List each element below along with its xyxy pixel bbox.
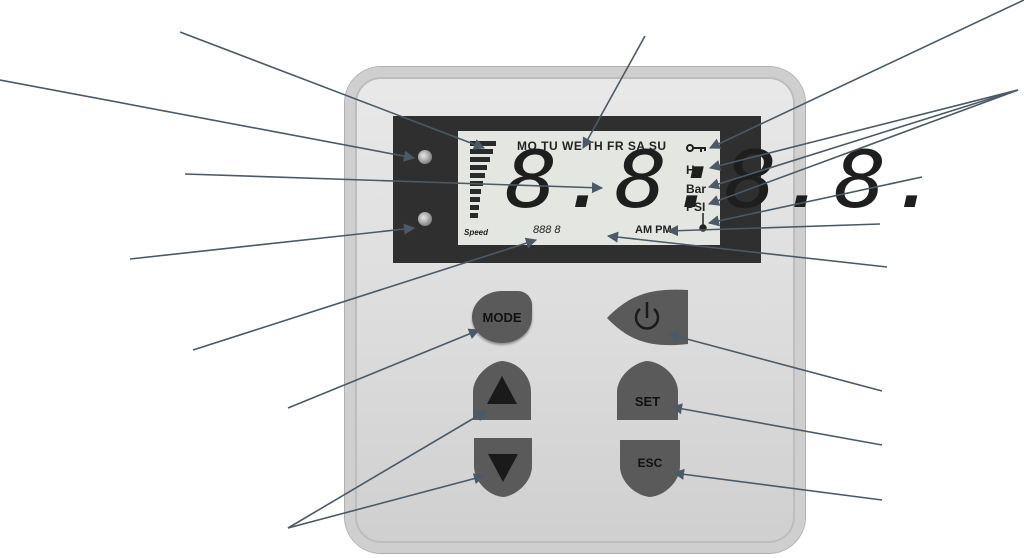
key-icon [686,144,706,152]
speed-bar [470,157,490,162]
leader-line-main-digits [184,173,604,194]
leader-line-power [666,331,883,392]
speed-bar [470,165,487,170]
leader-line-esc [672,468,883,501]
speed-bar [470,173,485,178]
main-digits: 8.8:8.8. [505,136,944,226]
leader-line-thermometer [707,176,923,227]
speed-label: Speed [464,228,489,237]
leader-line-weekdays [582,35,646,149]
leader-line-key [708,0,1024,149]
leader-line-hz [708,89,1019,171]
indicator-led-top [418,150,432,164]
am-pm-indicator: AM PM [635,224,672,236]
leader-line-up [287,410,487,529]
leader-line-psi [707,89,1019,206]
leader-line-small-digit-2 [606,231,888,268]
unit-bar: Bar [686,182,707,196]
leader-line-down [287,473,486,529]
leader-line-speed-bars [179,31,486,150]
leader-line-am-pm [666,223,881,237]
speed-bar [470,213,478,218]
leader-line-set [670,403,883,446]
speed-bar [470,197,480,202]
power-icon [634,302,660,330]
up-button[interactable] [473,361,531,420]
down-arrow-icon [488,454,518,482]
speed-bar [470,149,493,154]
esc-button[interactable]: ESC [620,446,680,480]
speed-bar [470,189,481,194]
small-digits: 888 8 [533,224,561,236]
esc-button-label: ESC [637,456,663,470]
set-button[interactable]: SET [617,384,678,418]
mode-button-label: MODE [482,309,522,325]
set-button-shape[interactable] [617,361,678,420]
leader-line-bar [707,89,1019,190]
up-arrow-icon [487,376,517,404]
leader-line-led-top [0,79,416,162]
unit-psi: PSI [686,200,706,214]
speed-bar [470,205,479,210]
leader-line-small-digits [192,237,538,351]
set-button-label: SET [634,393,661,409]
leader-line-led-bottom [129,223,416,260]
indicator-led-bottom [418,212,432,226]
down-button[interactable] [474,438,532,497]
unit-hz: Hz [686,163,701,177]
mode-button[interactable]: MODE [472,291,532,343]
leader-line-mode [287,328,481,409]
esc-button-shape[interactable] [620,440,680,497]
